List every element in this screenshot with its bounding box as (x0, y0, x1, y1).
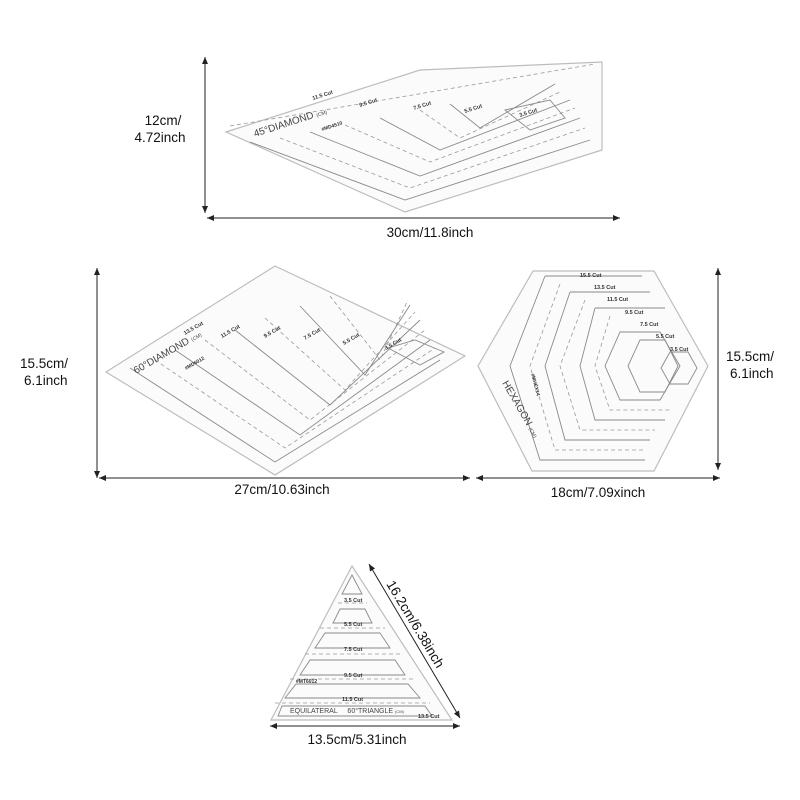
cut-label: 11.5 Cut (607, 297, 628, 303)
cut-label: 13.5 Cut (418, 714, 440, 720)
hexagon-ruler: HEXAGON (CM) #MHEX14 15.5 Cut 13.5 Cut 1… (477, 270, 709, 472)
ruler-unit: (CM) (190, 332, 203, 343)
cut-label: 7.5 Cut (344, 647, 363, 653)
height-label: 15.5cm/6.1inch (726, 349, 774, 381)
cut-label: 15.5 Cut (580, 273, 602, 279)
cut-label: 3.5 Cut (519, 107, 538, 118)
height-label: 15.5cm/6.1inch (20, 356, 68, 388)
ruler-name: EQUILATERAL 60°TRIANGLE (CM) (290, 707, 405, 715)
width-label: 30cm/11.8inch (387, 225, 474, 240)
cut-label: 3.5 Cut (344, 598, 363, 604)
width-label: 13.5cm/5.31inch (307, 732, 406, 747)
cut-label: 5.5 Cut (464, 103, 483, 114)
ruler-code: #MT6012 (296, 679, 317, 685)
cut-label: 5.5 Cut (344, 622, 363, 628)
cut-label: 5.5 Cut (656, 334, 675, 340)
width-label: 27cm/10.63inch (234, 482, 329, 497)
height-label: 12cm/4.72inch (134, 113, 185, 145)
cut-label: 11.5 Cut (342, 697, 363, 703)
cut-label: 9.5 Cut (625, 310, 644, 316)
width-label: 18cm/7.09xinch (551, 485, 646, 500)
cut-label: 9.5 Cut (359, 97, 378, 108)
ruler-unit: (CM) (316, 110, 329, 119)
cut-label: 7.5 Cut (413, 100, 432, 111)
cut-label: 7.5 Cut (640, 322, 659, 328)
side-dimension-arrow (368, 563, 461, 719)
ruler-unit: (CM) (527, 427, 538, 440)
diamond-45-ruler: 45°DIAMOND (CM) #MD4510 11.5 Cut 9.5 Cut… (224, 61, 603, 213)
ruler-code: #MHEX14 (529, 373, 541, 397)
diamond-60-ruler: 60°DIAMOND (CM) #MD6012 13.5 Cut 11.5 Cu… (104, 265, 467, 476)
cut-label: 13.5 Cut (594, 285, 616, 291)
cut-label: 3.5 Cut (670, 347, 689, 353)
cut-label: 9.5 Cut (344, 673, 363, 679)
